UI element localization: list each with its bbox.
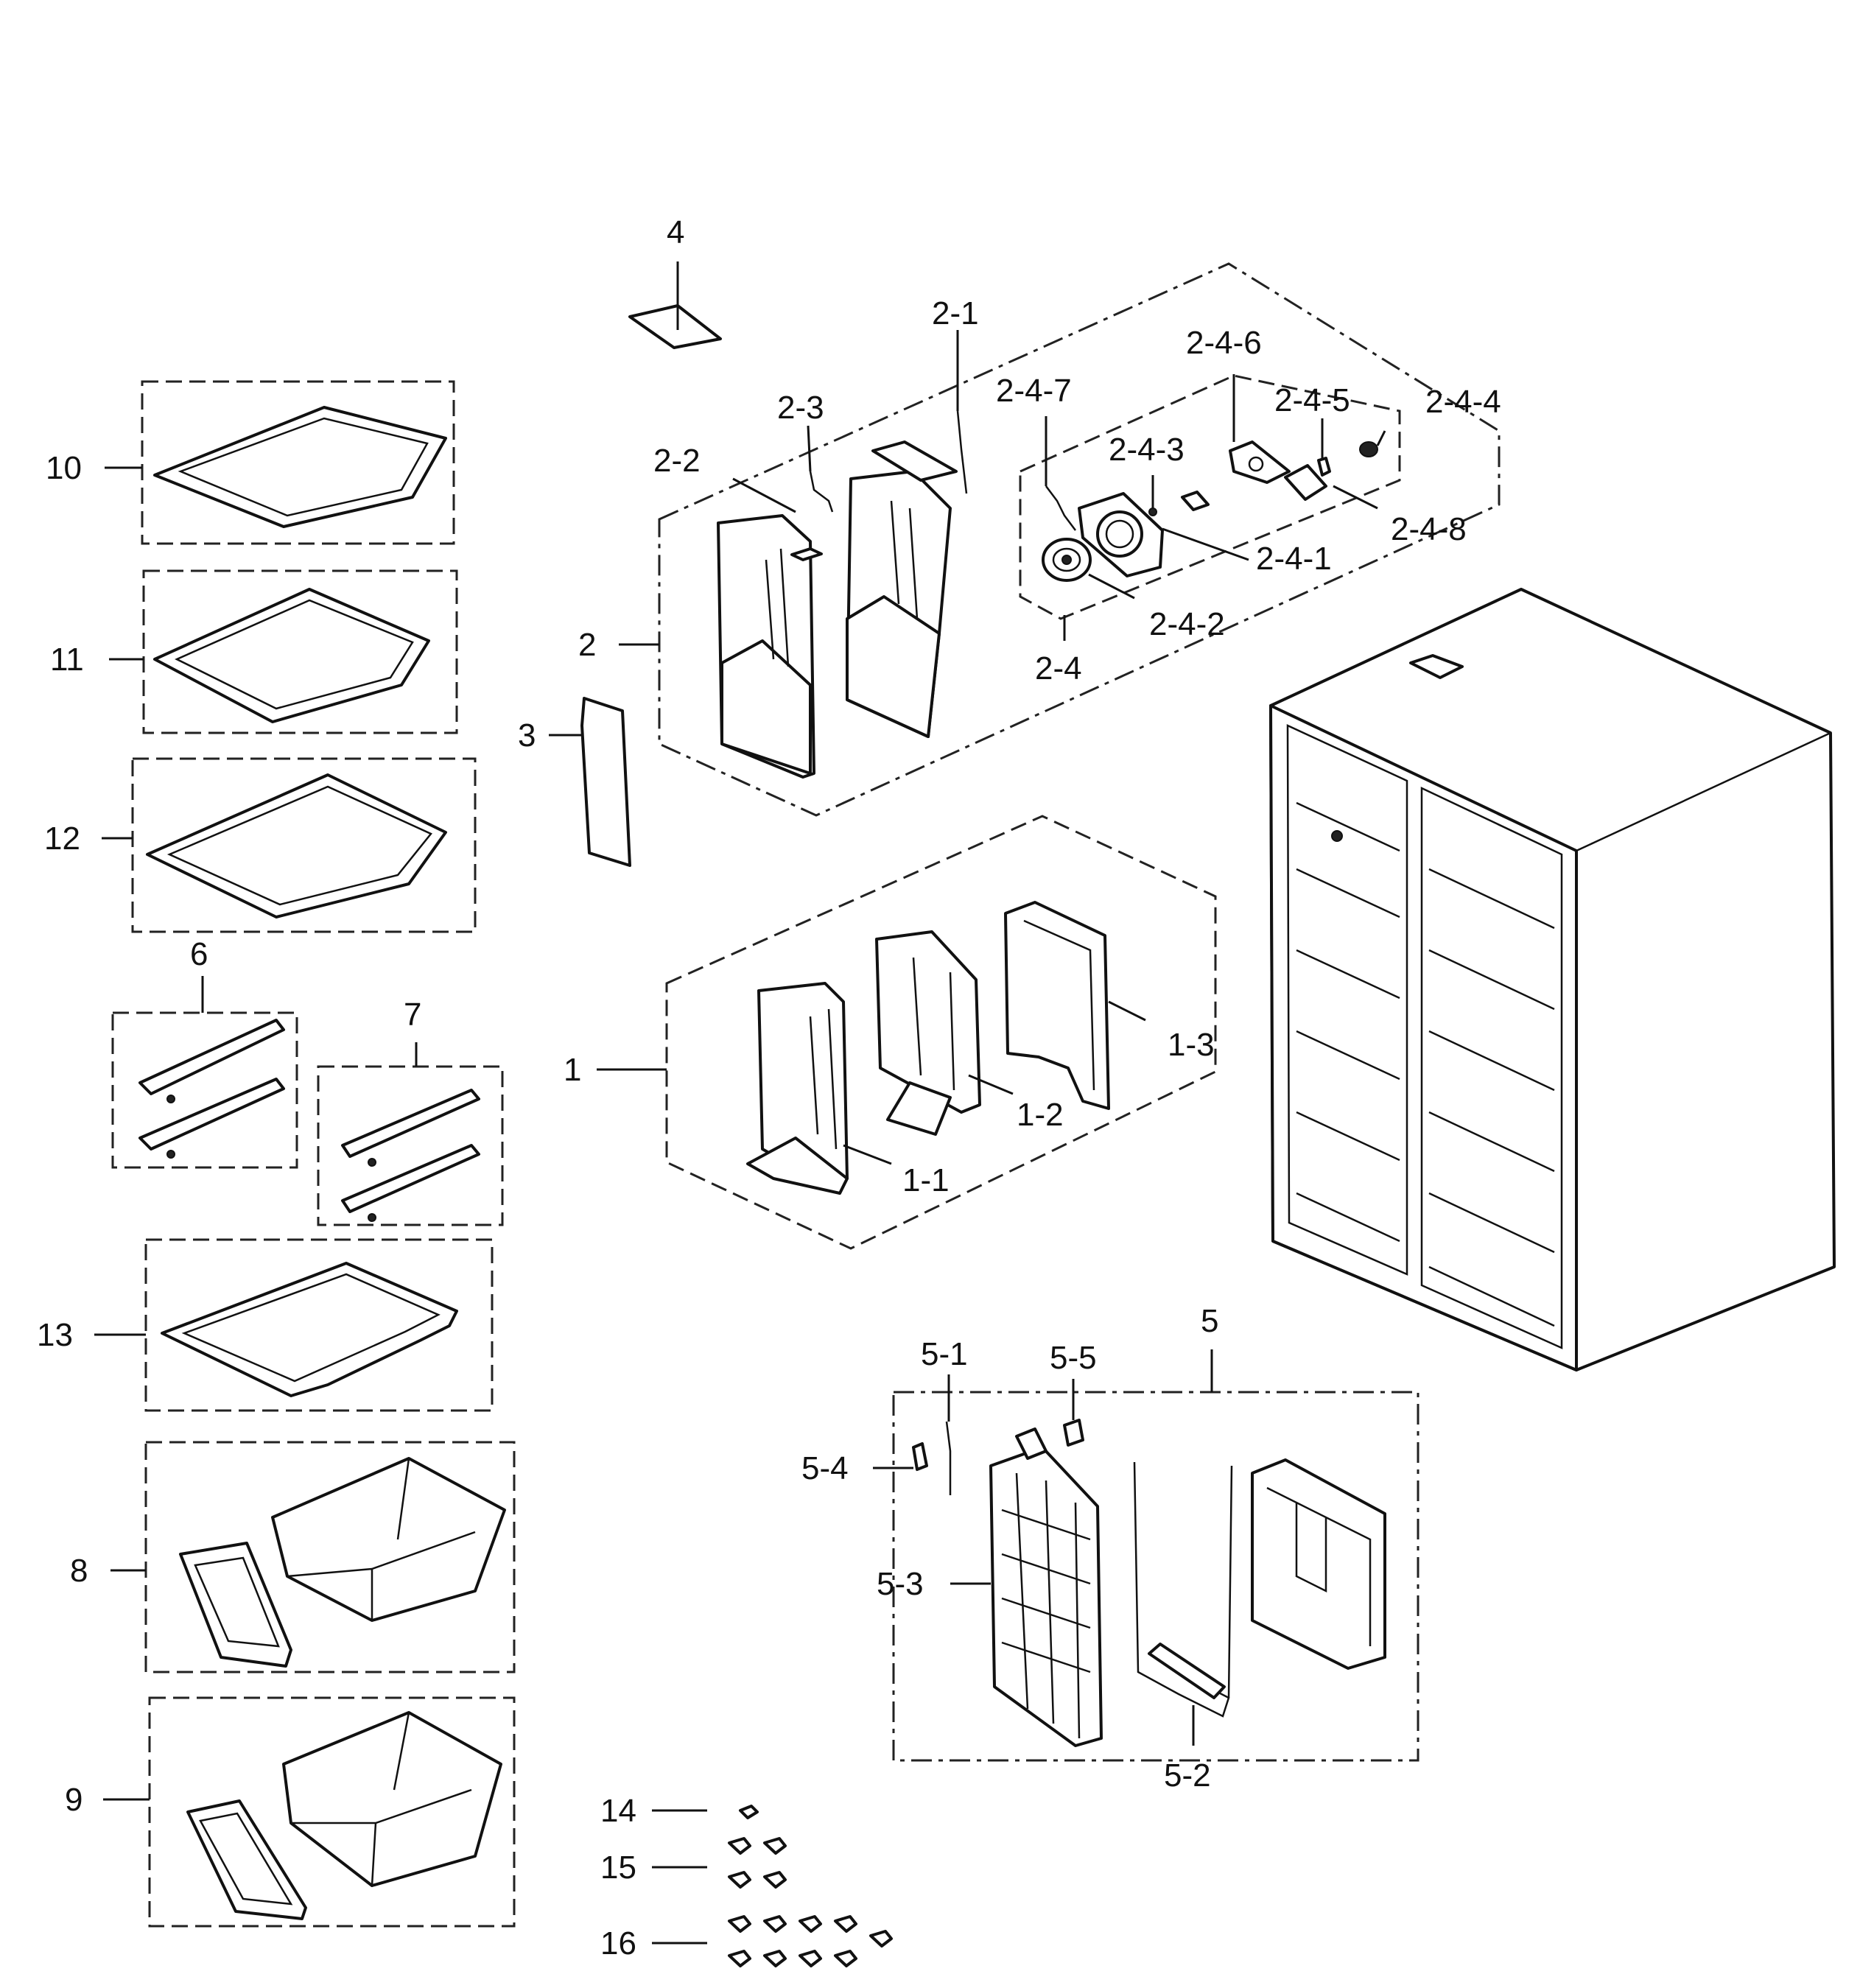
part-12-shelf: 12 xyxy=(44,757,477,933)
label-2-4-2: 2-4-2 xyxy=(1149,606,1225,642)
part-15-screws: 15 xyxy=(600,1837,787,1889)
label-2-4-4: 2-4-4 xyxy=(1425,384,1501,420)
label-2-4-5: 2-4-5 xyxy=(1274,382,1350,418)
part-14-screw: 14 xyxy=(600,1793,759,1829)
label-3: 3 xyxy=(518,717,536,754)
label-10: 10 xyxy=(46,450,82,486)
part-8-drawer: 8 xyxy=(70,1441,516,1673)
label-16: 16 xyxy=(600,1925,636,1961)
part-11-shelf: 11 xyxy=(50,569,458,734)
label-5-3: 5-3 xyxy=(877,1566,924,1602)
part-3-cover: 3 xyxy=(518,697,631,867)
part-9-drawer: 9 xyxy=(65,1696,516,1928)
part-2-evaporator-cover-assembly: 2 2-1 2-2 2-3 xyxy=(578,262,1501,817)
label-6: 6 xyxy=(190,936,208,972)
label-2-1: 2-1 xyxy=(932,295,979,331)
label-2-4-7: 2-4-7 xyxy=(996,373,1072,409)
part-4-bracket: 4 xyxy=(628,214,722,349)
label-8: 8 xyxy=(70,1553,88,1589)
part-5-evaporator-assembly: 5 5-1 5-2 5-3 5-4 5-5 xyxy=(801,1303,1419,1794)
label-15: 15 xyxy=(600,1850,636,1886)
part-13-shelf: 13 xyxy=(37,1238,494,1412)
label-5-5: 5-5 xyxy=(1050,1340,1097,1376)
label-12: 12 xyxy=(44,821,80,857)
label-2-4-8: 2-4-8 xyxy=(1391,511,1467,547)
part-16-screws: 16 xyxy=(600,1915,893,1967)
label-4: 4 xyxy=(667,214,684,250)
label-2: 2 xyxy=(578,627,596,663)
label-2-4-3: 2-4-3 xyxy=(1109,432,1185,468)
label-5-1: 5-1 xyxy=(921,1336,968,1372)
label-13: 13 xyxy=(37,1317,73,1353)
label-14: 14 xyxy=(600,1793,636,1829)
label-5-4: 5-4 xyxy=(801,1450,849,1486)
part-2-4-fan-motor-assembly: 2-4 2-4-1 2-4-2 2-4-3 2-4-4 2-4-5 2-4-6 … xyxy=(996,325,1501,686)
part-6-rails: 6 xyxy=(111,936,298,1169)
part-10-shelf: 10 xyxy=(46,380,455,545)
label-1: 1 xyxy=(564,1052,581,1088)
label-1-2: 1-2 xyxy=(1017,1097,1064,1133)
label-11: 11 xyxy=(50,642,84,678)
label-2-4-1: 2-4-1 xyxy=(1256,541,1332,577)
label-2-4-6: 2-4-6 xyxy=(1186,325,1262,361)
refrigerator-cabinet xyxy=(1269,588,1836,1371)
label-2-3: 2-3 xyxy=(777,390,824,426)
label-2-2: 2-2 xyxy=(653,443,701,479)
label-1-3: 1-3 xyxy=(1168,1027,1215,1063)
label-2-4: 2-4 xyxy=(1035,650,1082,686)
part-1-duct-assembly: 1 1-1 1-2 1-3 xyxy=(564,815,1217,1250)
label-1-1: 1-1 xyxy=(902,1162,950,1198)
label-9: 9 xyxy=(65,1782,83,1818)
part-7-rails: 7 xyxy=(317,997,504,1226)
label-5-2: 5-2 xyxy=(1164,1757,1211,1794)
label-7: 7 xyxy=(404,997,421,1033)
label-5: 5 xyxy=(1201,1303,1218,1339)
